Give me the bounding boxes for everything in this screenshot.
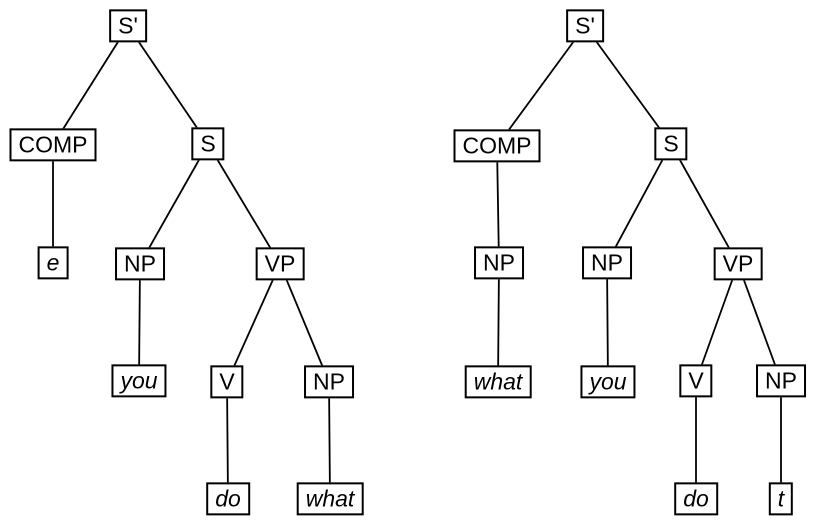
tree-edge-left-tree-s-vp	[207, 143, 281, 265]
tree-edge-right-tree-np-subj-you	[606, 262, 609, 383]
tree-node-left-tree-what: what	[296, 482, 364, 516]
tree-node-right-tree-do: do	[674, 482, 718, 516]
tree-edge-left-tree-v-do	[226, 381, 229, 500]
tree-edge-left-tree-np-subj-you	[138, 263, 141, 382]
tree-node-right-tree-v: V	[679, 364, 713, 398]
tree-node-left-tree-you: you	[111, 364, 167, 398]
tree-node-right-tree-np-subj: NP	[582, 246, 632, 280]
tree-node-left-tree-vp: VP	[255, 247, 305, 281]
tree-node-right-tree-you: you	[580, 365, 636, 399]
tree-edge-left-tree-sbar-comp	[52, 25, 129, 146]
tree-edge-right-tree-sbar-comp	[496, 25, 586, 147]
tree-node-left-tree-sbar: S'	[109, 9, 147, 43]
tree-edge-right-tree-vp-np-obj	[737, 263, 782, 382]
tree-node-left-tree-do: do	[206, 482, 250, 516]
tree-edge-right-tree-np-comp-what	[497, 262, 500, 383]
tree-node-right-tree-s: S	[654, 127, 688, 161]
tree-edge-right-tree-vp-v	[695, 263, 739, 382]
tree-edge-left-tree-s-np-subj	[139, 143, 209, 265]
tree-node-left-tree-s: S	[191, 127, 225, 161]
tree-edge-right-tree-s-vp	[670, 143, 739, 265]
tree-edge-left-tree-sbar-s	[127, 25, 209, 145]
tree-node-left-tree-np-obj: NP	[304, 365, 354, 399]
tree-node-right-tree-np-comp: NP	[474, 246, 524, 280]
tree-node-right-tree-comp: COMP	[453, 129, 541, 163]
tree-node-left-tree-comp: COMP	[9, 128, 97, 162]
tree-edge-right-tree-comp-np-comp	[496, 145, 500, 264]
tree-edge-left-tree-vp-v	[226, 263, 281, 383]
tree-edge-right-tree-sbar-s	[584, 25, 672, 145]
tree-edge-left-tree-vp-np-obj	[279, 263, 330, 383]
tree-node-left-tree-e: e	[37, 246, 69, 280]
tree-node-left-tree-np-subj: NP	[115, 247, 165, 281]
tree-node-right-tree-what: what	[464, 365, 532, 399]
tree-node-right-tree-vp: VP	[713, 247, 763, 281]
tree-node-right-tree-np-obj: NP	[756, 364, 806, 398]
tree-node-right-tree-t: t	[768, 482, 794, 516]
tree-edge-right-tree-s-np-subj	[606, 143, 672, 264]
tree-edge-left-tree-np-obj-what	[328, 381, 331, 500]
tree-node-left-tree-v: V	[210, 365, 244, 399]
tree-node-right-tree-sbar: S'	[566, 9, 604, 43]
